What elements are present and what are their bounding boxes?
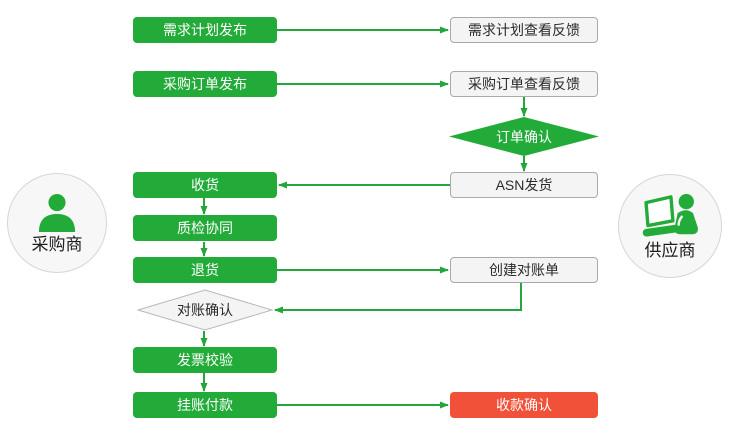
person-icon (38, 193, 76, 233)
supplier-avatar: 供应商 (618, 174, 722, 278)
person-laptop-icon (642, 193, 698, 237)
diamond-shape (449, 117, 599, 156)
node-create-reconciliation-statement: 创建对账单 (450, 257, 598, 283)
node-purchase-order-publish: 采购订单发布 (133, 71, 277, 97)
reconciliation-confirm-label: 对账确认 (177, 302, 233, 318)
node-return-goods: 退货 (133, 257, 277, 283)
node-quality-inspection: 质检协同 (133, 215, 277, 241)
node-payment-receipt-confirm: 收款确认 (450, 392, 598, 418)
node-order-confirm-diamond: 订单确认 (449, 117, 599, 156)
node-reconciliation-confirm-diamond: 对账确认 (137, 289, 273, 331)
node-payment-on-account: 挂账付款 (133, 392, 277, 418)
node-demand-plan-publish: 需求计划发布 (133, 17, 277, 43)
supplier-label: 供应商 (644, 241, 696, 260)
node-receive-goods: 收货 (133, 172, 277, 198)
node-invoice-verification: 发票校验 (133, 347, 277, 373)
order-confirm-label: 订单确认 (496, 128, 552, 145)
node-purchase-order-view-feedback: 采购订单查看反馈 (450, 71, 598, 97)
diamond-shape (137, 289, 273, 331)
buyer-avatar: 采购商 (7, 173, 107, 273)
edge-statement-to-reconcile (274, 283, 522, 314)
node-asn-shipment: ASN发货 (450, 172, 598, 198)
buyer-label: 采购商 (31, 235, 83, 254)
node-demand-plan-view-feedback: 需求计划查看反馈 (450, 17, 598, 43)
